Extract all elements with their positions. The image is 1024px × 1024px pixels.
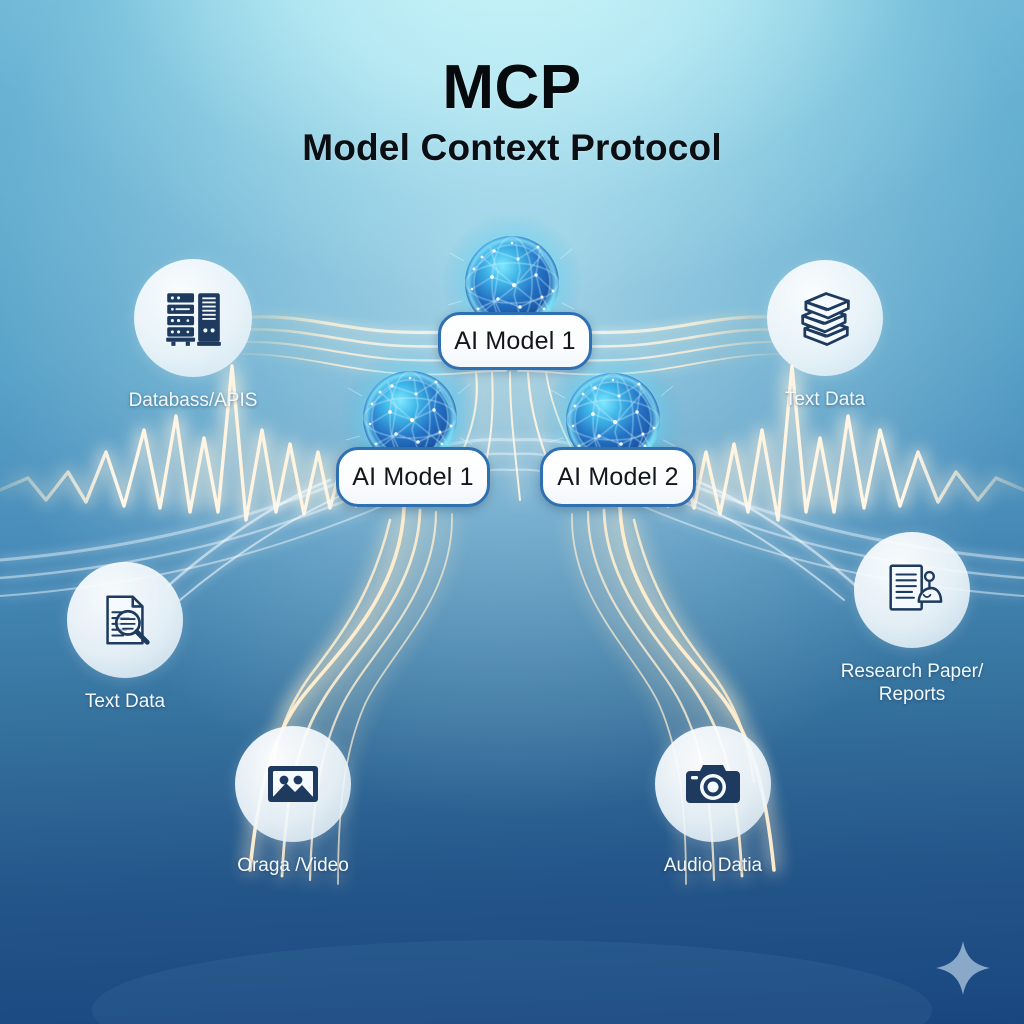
- title-block: MCP Model Context Protocol: [0, 56, 1024, 169]
- node-icon-circle: [67, 562, 183, 678]
- node-databases-apis[interactable]: Databass/APIS: [128, 259, 258, 412]
- document-magnifier-icon: [106, 595, 150, 645]
- model-pill-top-center[interactable]: AI Model 1: [438, 312, 592, 370]
- model-pill-mid-left[interactable]: AI Model 1: [336, 447, 490, 507]
- model-pill-label: AI Model 2: [557, 462, 679, 491]
- books-stack-icon: [801, 292, 850, 346]
- camera-icon: [686, 765, 740, 803]
- node-icon-circle: [767, 260, 883, 376]
- node-image-video[interactable]: Oraga /Video: [234, 726, 352, 877]
- node-label: Databass/APIS: [128, 390, 258, 411]
- node-icon-circle: [134, 259, 252, 377]
- node-audio-data[interactable]: Audio Datia: [654, 726, 772, 877]
- sparkle-four-point-icon: [936, 941, 990, 995]
- node-text-data-books[interactable]: Text Data: [766, 260, 884, 411]
- node-icon-circle: [235, 726, 351, 842]
- node-icon-circle: [854, 532, 970, 648]
- server-rack-icon: [166, 293, 221, 346]
- document-bell-icon: [889, 564, 943, 611]
- node-text-data-document[interactable]: Text Data: [66, 562, 184, 713]
- model-pill-label: AI Model 1: [454, 326, 576, 355]
- node-research-papers[interactable]: Research Paper/ Reports: [838, 532, 986, 706]
- node-label: Research Paper/ Reports: [840, 661, 984, 706]
- node-label: Audio Datia: [663, 855, 763, 876]
- node-label: Text Data: [784, 389, 866, 410]
- page-subtitle: Model Context Protocol: [302, 127, 722, 169]
- model-pill-label: AI Model 1: [352, 462, 474, 491]
- node-icon-circle: [655, 726, 771, 842]
- image-photo-icon: [268, 766, 318, 802]
- node-label: Oraga /Video: [237, 855, 349, 876]
- model-pill-mid-right[interactable]: AI Model 2: [540, 447, 696, 507]
- node-label: Text Data: [84, 691, 166, 712]
- page-title: MCP: [442, 53, 582, 122]
